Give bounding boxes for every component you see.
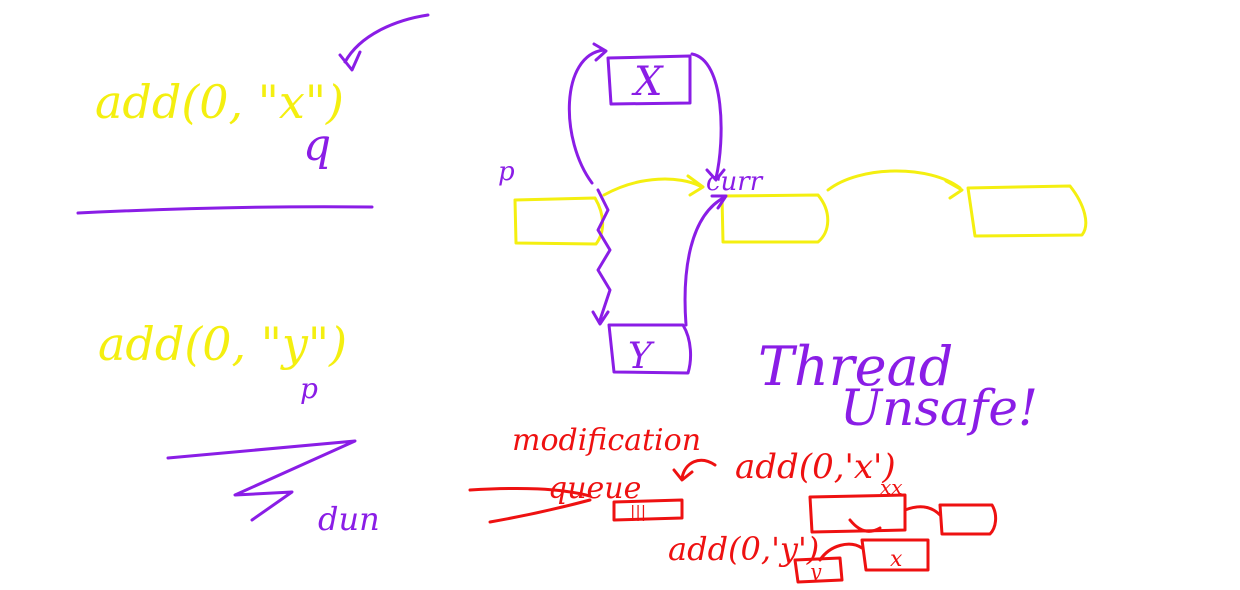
red-node-x bbox=[860, 538, 930, 572]
red-link-scribbles bbox=[818, 505, 942, 562]
list-node-2 bbox=[966, 184, 1088, 238]
label-p-list: p bbox=[498, 157, 515, 187]
red-queue-box bbox=[612, 498, 684, 522]
arrow-p-to-y bbox=[591, 188, 612, 326]
label-curr: curr bbox=[706, 167, 764, 197]
node-y-box bbox=[607, 323, 693, 375]
note-unsafe: Unsafe! bbox=[840, 379, 1038, 437]
red-add-x: add(0,'x') bbox=[735, 447, 896, 487]
arrow-y-to-curr bbox=[683, 194, 728, 327]
red-modification: modification bbox=[512, 423, 701, 458]
red-queue-arrows bbox=[468, 486, 592, 524]
arrow-p-to-x bbox=[567, 42, 608, 185]
label-p-left: p bbox=[300, 372, 318, 405]
arrow-x-to-curr bbox=[690, 52, 726, 182]
label-q: q bbox=[303, 120, 331, 171]
node-y-label: Y bbox=[628, 336, 655, 377]
red-node-top-scribble: xx bbox=[880, 475, 903, 499]
red-hook-arrow bbox=[672, 459, 717, 482]
list-link-0-1 bbox=[602, 174, 705, 197]
node-x-label: X bbox=[631, 59, 664, 105]
red-node-y bbox=[793, 556, 844, 584]
list-link-1-2 bbox=[826, 169, 964, 200]
red-node-x-label: x bbox=[890, 547, 903, 572]
red-node-y-label: y bbox=[809, 559, 822, 583]
red-queue-box-marks: ||| bbox=[630, 502, 646, 521]
red-node-b bbox=[938, 503, 998, 536]
note-thread: Thread bbox=[758, 335, 953, 398]
list-node-0 bbox=[513, 196, 605, 246]
call-add-y: add(0, "y") bbox=[98, 317, 347, 371]
zigzag-line bbox=[166, 439, 357, 522]
red-node-a bbox=[808, 493, 907, 534]
divider-line-1 bbox=[76, 205, 374, 215]
label-done: dun bbox=[318, 500, 380, 538]
node-x-box bbox=[606, 54, 692, 106]
call-add-x: add(0, "x") bbox=[95, 75, 344, 129]
list-node-1 bbox=[720, 193, 830, 244]
curved-arrow-stroke bbox=[338, 13, 430, 72]
